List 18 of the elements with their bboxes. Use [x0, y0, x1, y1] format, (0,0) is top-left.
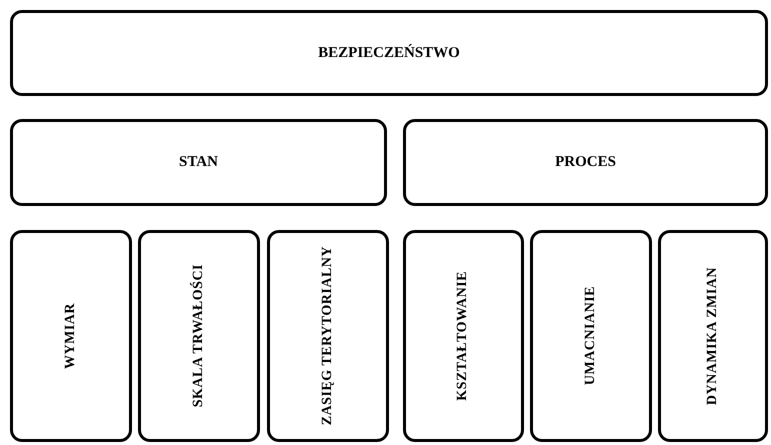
category-box	[403, 230, 524, 442]
box-label: PROCES	[555, 154, 616, 171]
box-label: STAN	[179, 154, 218, 171]
box-label: WYMIAR	[64, 303, 78, 369]
category-box	[267, 230, 389, 442]
category-box	[10, 10, 768, 96]
box-label: SKALA TRWAŁOŚCI	[192, 264, 206, 408]
category-box	[530, 230, 652, 442]
category-box	[138, 230, 260, 442]
box-label: UMACNIANIE	[584, 286, 598, 386]
category-box	[10, 230, 132, 442]
box-label: BEZPIECZEŃSTWO	[318, 44, 460, 62]
box-label: DYNAMIKA ZMIAN	[706, 266, 720, 406]
category-box	[658, 230, 768, 442]
box-label: KSZTAŁTOWANIE	[456, 271, 471, 401]
category-box	[403, 119, 768, 206]
box-label: ZASIĘG TERYTORIALNY	[320, 246, 336, 426]
category-box	[10, 119, 387, 206]
